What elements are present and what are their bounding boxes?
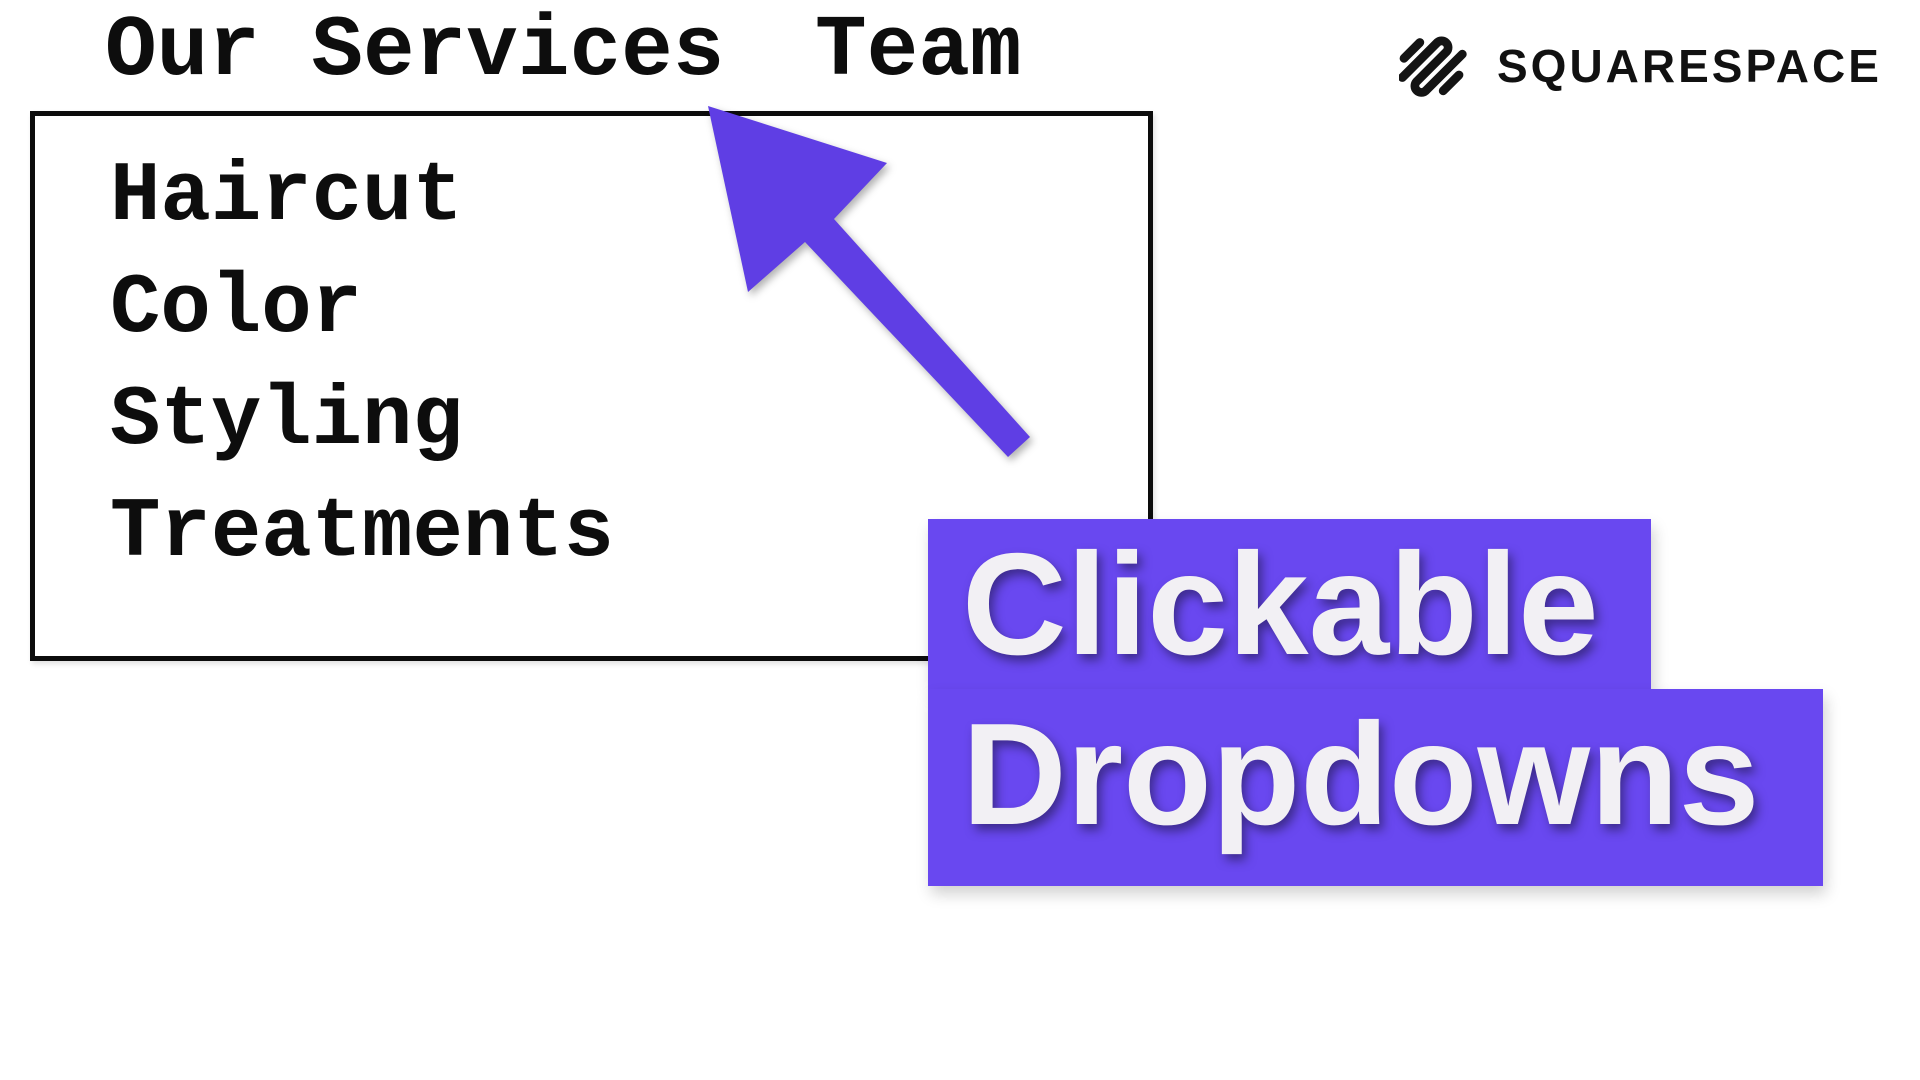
dropdown-item-color[interactable]: Color [110, 262, 363, 357]
brand-wordmark: SQUARESPACE [1497, 40, 1882, 92]
nav-item-our-services[interactable]: Our Services [105, 2, 725, 100]
dropdown-item-haircut[interactable]: Haircut [110, 150, 463, 245]
squarespace-logo-icon [1399, 36, 1467, 97]
brand-lockup: SQUARESPACE [1399, 29, 1882, 101]
caption: Clickable Dropdowns [928, 519, 1824, 886]
dropdown-item-treatments[interactable]: Treatments [110, 486, 615, 581]
dropdown-item-styling[interactable]: Styling [110, 374, 463, 469]
caption-line-2: Dropdowns [928, 689, 1824, 886]
caption-line-1: Clickable [928, 519, 1651, 689]
nav-item-team[interactable]: Team [815, 2, 1022, 100]
